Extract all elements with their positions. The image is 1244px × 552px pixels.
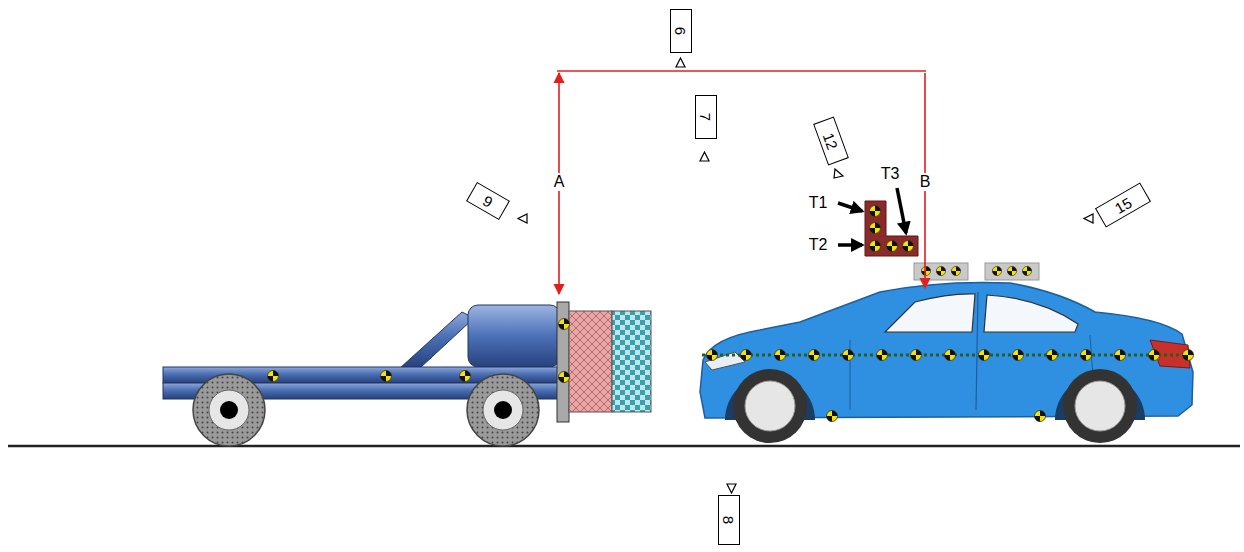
target-label: T2 <box>809 237 828 253</box>
camera-callout: 8 <box>718 495 740 545</box>
impact-sled <box>163 302 651 446</box>
camera-callout: 12 <box>813 117 849 166</box>
camera-callout: 9 <box>466 182 510 220</box>
target-bracket <box>838 188 918 256</box>
dimension-label: B <box>918 173 933 191</box>
test-vehicle <box>700 263 1194 443</box>
camera-lens-symbols <box>518 58 1093 493</box>
camera-callout: 6 <box>670 9 692 53</box>
dimension-lines <box>557 71 926 294</box>
callout-number: 7 <box>699 113 714 121</box>
camera-callout: 7 <box>695 95 717 139</box>
target-label: T3 <box>881 166 900 182</box>
callout-number: 12 <box>821 131 841 152</box>
camera-callout: 15 <box>1095 182 1151 227</box>
callout-number: 9 <box>481 192 496 209</box>
callout-number: 15 <box>1112 194 1134 215</box>
callout-number: 6 <box>674 27 689 35</box>
dimension-label: A <box>552 173 567 191</box>
ground-line <box>8 445 1240 448</box>
callout-number: 8 <box>722 516 737 524</box>
target-label: T1 <box>809 195 828 211</box>
